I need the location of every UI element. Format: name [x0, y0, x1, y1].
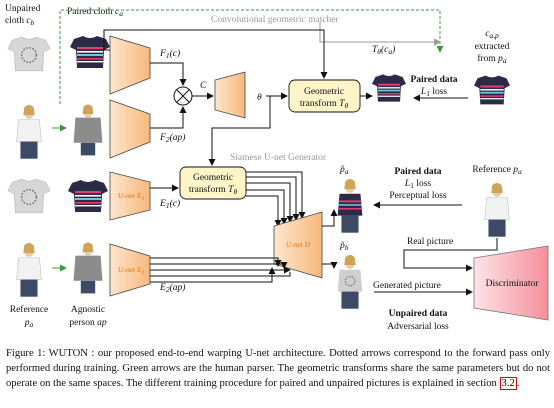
perceptual-loss-label: Perceptual loss — [389, 191, 447, 201]
unpaired-cloth-image — [7, 32, 51, 76]
wuton-architecture-diagram: Unpaired cloth cb Paired cloth ca Convol… — [5, 4, 549, 332]
correlation-node — [173, 86, 193, 106]
warped-cloth-label: Tθ(ca) — [372, 44, 395, 56]
person-image-top — [16, 104, 42, 160]
l1-loss-top-label: L1 loss — [420, 87, 448, 98]
discriminator-label: Discriminator — [486, 279, 540, 289]
l1-loss-bottom-label: L1 loss — [404, 179, 432, 190]
skip-connections-e1 — [246, 171, 306, 227]
theta-label: θ — [257, 93, 262, 103]
extracted-label-3: from pa — [477, 53, 507, 65]
theta-to-lower-transform-arrow — [208, 96, 271, 166]
reference-person-image — [16, 242, 42, 298]
agnostic-person-label: Agnostic — [71, 305, 105, 315]
c-label: C — [200, 81, 207, 91]
real-picture-label: Real picture — [407, 237, 453, 247]
reference-pa-right-label: Reference pa — [472, 164, 522, 176]
reference-pa-right-image — [484, 182, 510, 238]
f1-to-multiply-arrow — [150, 62, 187, 86]
theta-regressor — [214, 71, 246, 119]
paired-cloth-to-transform-arrow — [103, 29, 328, 79]
paired-data-top-label: Paired data — [410, 75, 457, 85]
e2-encoder — [109, 243, 151, 297]
generated-pb-image — [337, 254, 363, 310]
extracted-label-1: ca,p — [485, 29, 499, 40]
caption-end: . — [516, 378, 520, 389]
unet-d-label: U-net D — [286, 240, 311, 249]
paired-data-bottom-label: Paired data — [394, 167, 441, 177]
unpaired-cloth-label-2: cloth cb — [5, 16, 35, 27]
caption-text: Figure 1: WUTON : our proposed end-to-en… — [6, 348, 550, 389]
siamese-label: Siamese U-net Generator — [230, 153, 327, 163]
section-reference-link[interactable]: 3.2 — [499, 377, 517, 390]
geo-transform-bottom-label: Geometric — [193, 173, 233, 183]
generated-pa-image — [337, 179, 363, 233]
geo-transform-top-label-2: transform Tθ — [300, 98, 349, 110]
paired-cloth-label: Paired cloth ca — [67, 7, 123, 18]
agnostic-person-label-2: person ap — [69, 318, 106, 328]
unpaired-cloth-image-mid — [7, 178, 51, 214]
adversarial-loss-label: Adversarial loss — [387, 322, 449, 332]
generated-picture-label: Generated picture — [373, 281, 441, 291]
unet-d-decoder — [273, 211, 323, 279]
conv-matcher-grey-arrow — [319, 22, 441, 46]
agnostic-person-image — [73, 242, 103, 294]
real-picture-arrow — [403, 238, 498, 272]
unpaired-data-label: Unpaired data — [389, 309, 448, 319]
p-tilde-b-label: p̃b — [339, 240, 349, 252]
f2-label: F2(ap) — [159, 132, 185, 144]
geo-transform-top-label: Geometric — [304, 87, 344, 97]
e2-output-label: E2(ap) — [159, 282, 185, 294]
decoder-to-pb-arrow — [322, 262, 338, 269]
extracted-label-2: extracted — [475, 42, 510, 52]
skip-connections-e2 — [150, 257, 291, 283]
e1-encoder — [109, 171, 151, 221]
discriminator-block — [473, 245, 549, 321]
agnostic-image-top — [73, 104, 103, 156]
conv-matcher-label: Convolutional geometric matcher — [211, 15, 340, 25]
paired-cloth-image-mid — [68, 180, 108, 212]
decoder-to-pa-arrow — [322, 209, 338, 227]
figure-caption: Figure 1: WUTON : our proposed end-to-en… — [6, 346, 550, 391]
e1-output-label: E1(c) — [159, 198, 180, 210]
geo-transform-bottom-label-2: transform Tθ — [189, 184, 238, 196]
conv-matcher-dashed-arrow — [59, 9, 444, 104]
e2-encoder-label: U-net E2 — [118, 265, 145, 276]
reference-pa-symbol: pa — [24, 318, 34, 329]
e1-encoder-label: U-net E1 — [118, 191, 145, 202]
f2-to-multiply-arrow — [150, 106, 187, 129]
extracted-cloth-image — [474, 75, 510, 105]
p-tilde-a-label: p̃a — [339, 164, 349, 176]
f1-label: F1(c) — [159, 48, 180, 60]
reference-pa-label: Reference — [10, 304, 49, 315]
unpaired-cloth-label: Unpaired — [5, 4, 41, 14]
f1-encoder — [109, 35, 151, 95]
warped-cloth-image — [372, 74, 406, 102]
f2-encoder — [109, 99, 151, 159]
